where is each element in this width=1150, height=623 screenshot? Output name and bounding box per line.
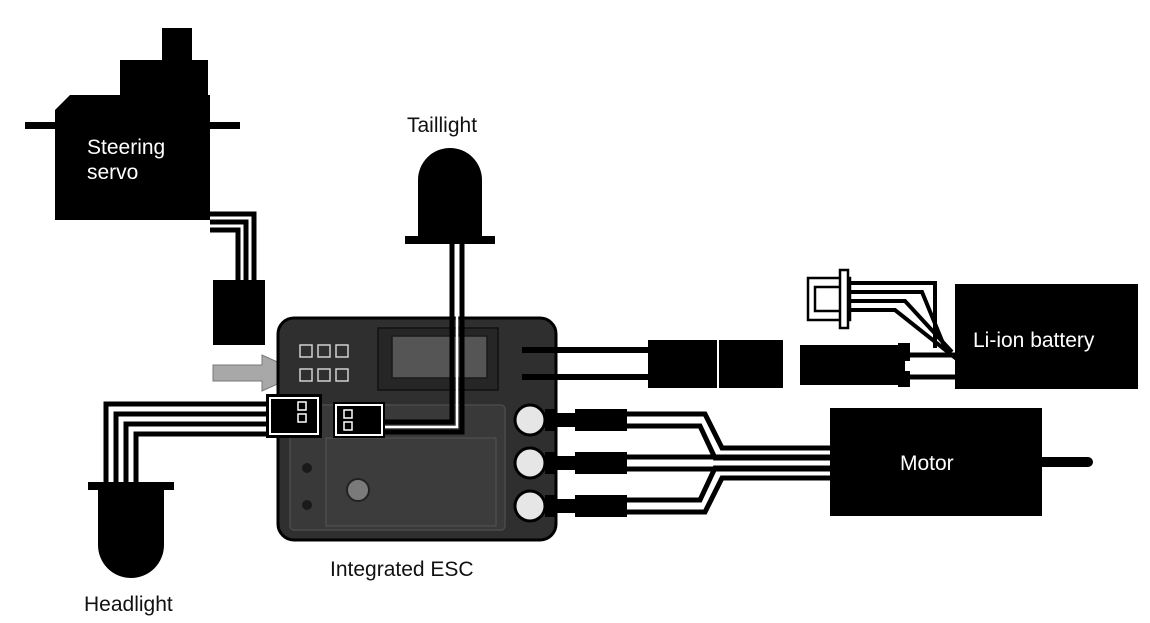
headlight-flange	[88, 482, 174, 490]
headlight-wire	[103, 401, 270, 482]
motor-wires	[625, 411, 832, 515]
li-ion-battery	[955, 284, 1138, 389]
motor	[830, 408, 1042, 516]
taillight-bulb	[418, 148, 482, 238]
esc-setup-button[interactable]	[346, 478, 370, 502]
esc-motor-terminal	[513, 446, 547, 480]
headlight	[88, 482, 174, 578]
steering-servo-label: Steering servo	[87, 136, 166, 184]
esc-motor-terminal	[513, 489, 547, 523]
esc-led-hole	[302, 463, 312, 473]
taillight-flange	[405, 236, 495, 244]
esc-battery-connector	[648, 340, 783, 388]
esc-display-window	[391, 335, 488, 379]
balance-plug	[806, 268, 852, 330]
servo-gear-housing	[120, 60, 208, 100]
servo-body	[55, 95, 210, 220]
servo-plug	[213, 280, 265, 345]
esc-motor-terminal	[513, 403, 547, 437]
battery-balance-wires	[850, 281, 960, 362]
esc-led-hole	[302, 500, 312, 510]
headlight-connector	[266, 394, 322, 438]
integrated-esc	[276, 316, 558, 542]
headlight-label: Headlight	[84, 593, 173, 616]
taillight	[405, 148, 495, 244]
esc-battery-lead	[522, 347, 655, 380]
taillight-wire	[382, 244, 465, 435]
battery-connector	[800, 345, 905, 385]
motor-bullet-connectors	[545, 409, 627, 517]
esc-receiver-pins	[299, 344, 349, 382]
headlight-bulb	[98, 490, 164, 578]
li-ion-battery-label: Li-ion battery	[973, 329, 1095, 352]
taillight-label: Taillight	[407, 114, 478, 137]
servo-wire	[210, 211, 257, 282]
taillight-connector	[333, 402, 385, 438]
steering-servo	[25, 28, 240, 220]
integrated-esc-label: Integrated ESC	[330, 558, 474, 581]
battery-power-wires	[905, 352, 960, 380]
motor-label: Motor	[900, 452, 954, 475]
